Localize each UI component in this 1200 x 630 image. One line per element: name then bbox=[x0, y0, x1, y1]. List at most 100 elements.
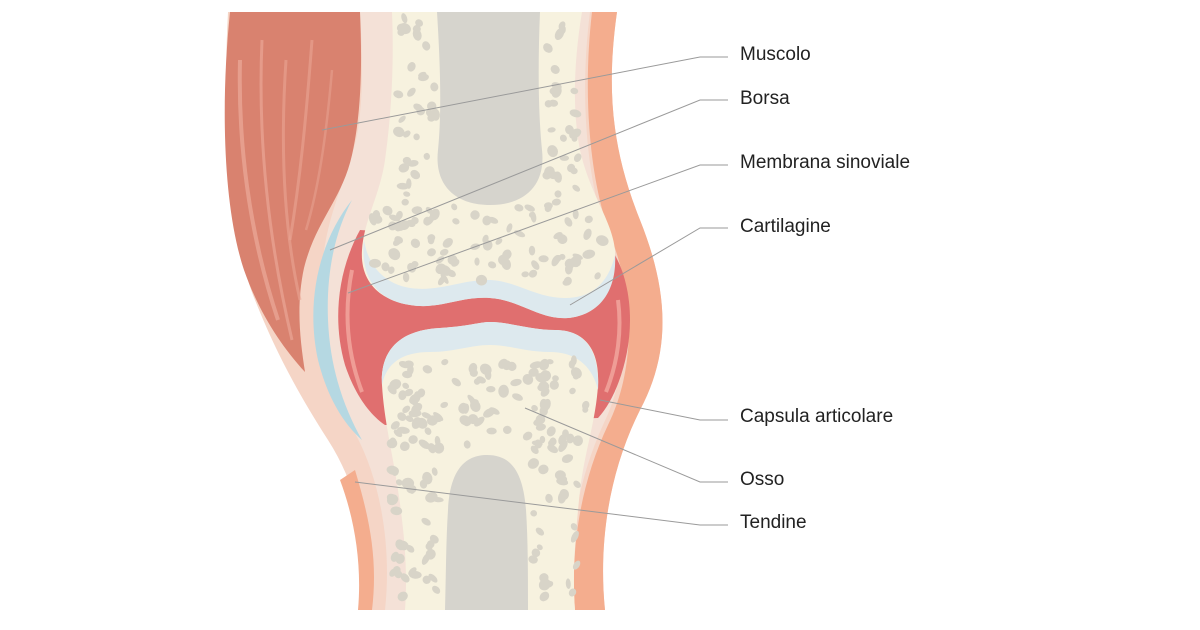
bone-spot bbox=[546, 580, 554, 588]
bone-spot bbox=[411, 206, 423, 215]
leader-membrana bbox=[347, 164, 728, 294]
bone-spot bbox=[529, 361, 543, 369]
bone-spot bbox=[531, 260, 540, 270]
bone-spot bbox=[551, 85, 562, 98]
bone-spot bbox=[535, 423, 546, 431]
bone-spot bbox=[521, 271, 529, 278]
bone-spot bbox=[434, 435, 441, 447]
bone-spot bbox=[514, 204, 524, 212]
bone-spot bbox=[565, 125, 574, 135]
bone-spot bbox=[398, 540, 409, 551]
muscle-fiber-1 bbox=[237, 59, 280, 321]
bone-spot bbox=[572, 209, 579, 220]
leader-osso bbox=[524, 407, 728, 483]
bone-spot bbox=[547, 145, 559, 158]
bone-spot bbox=[391, 467, 399, 476]
bone-spot bbox=[422, 471, 433, 485]
spongy-bone-pattern bbox=[368, 13, 609, 602]
bone-spot bbox=[522, 431, 533, 441]
bone-spot bbox=[403, 130, 411, 138]
bone-spot bbox=[559, 134, 567, 142]
bone-spot bbox=[398, 115, 406, 123]
bone-spot bbox=[387, 494, 399, 506]
bone-spot bbox=[397, 412, 407, 421]
bone-spot bbox=[596, 235, 609, 246]
bone-spot bbox=[474, 257, 480, 266]
leader-cartilagine bbox=[569, 227, 728, 306]
bone-spot bbox=[430, 82, 439, 92]
bone-spot bbox=[550, 65, 560, 74]
bone-spot bbox=[394, 236, 404, 244]
bone-spot bbox=[402, 405, 411, 414]
bone-spot bbox=[486, 385, 496, 393]
bone-spot bbox=[451, 377, 461, 387]
bone-spot bbox=[544, 166, 555, 177]
bone-spot bbox=[531, 405, 538, 412]
bone-spot bbox=[553, 254, 562, 263]
bone-spot bbox=[403, 191, 411, 197]
label-muscolo: Muscolo bbox=[740, 44, 811, 65]
bone-spot bbox=[423, 152, 431, 160]
bone-spot bbox=[408, 570, 422, 579]
bone-spot bbox=[569, 109, 582, 118]
bone-spot bbox=[552, 375, 559, 382]
bone-spot bbox=[399, 441, 410, 452]
bone-spot bbox=[570, 530, 579, 543]
bone-spot bbox=[415, 19, 424, 27]
bone-spot bbox=[405, 415, 414, 422]
synovial-highlight-right bbox=[604, 299, 622, 393]
bone-spot bbox=[528, 368, 539, 377]
bone-spot bbox=[421, 517, 431, 526]
bone-spot bbox=[412, 25, 421, 33]
synovial-highlight-left bbox=[345, 269, 364, 393]
bone-spot bbox=[418, 71, 427, 78]
leader-borsa bbox=[329, 99, 728, 251]
bone-spot bbox=[559, 24, 566, 34]
bone-spot bbox=[387, 384, 397, 395]
bone-spot bbox=[543, 43, 553, 53]
bone-spot bbox=[535, 414, 546, 425]
bone-spot bbox=[381, 262, 390, 272]
bone-spot bbox=[528, 211, 536, 219]
femur-cartilage bbox=[363, 240, 616, 319]
bone-spot bbox=[427, 248, 436, 257]
muscle-fiber-2 bbox=[259, 39, 294, 341]
bone-spot bbox=[395, 553, 405, 564]
bone-spot bbox=[546, 426, 556, 437]
bone-spot bbox=[407, 160, 419, 167]
bone-spot bbox=[501, 257, 511, 270]
bone-spot bbox=[572, 373, 580, 380]
bone-spot bbox=[397, 29, 405, 36]
bone-spot bbox=[544, 204, 552, 213]
bone-spot bbox=[390, 421, 400, 430]
bone-spot bbox=[431, 467, 438, 476]
bone-spot bbox=[398, 163, 410, 173]
bone-spot bbox=[483, 408, 495, 418]
bone-spot bbox=[431, 108, 440, 121]
bone-spot bbox=[408, 409, 422, 418]
bone-spot bbox=[530, 510, 538, 517]
bone-spot bbox=[398, 361, 410, 369]
bone-spot bbox=[538, 255, 549, 263]
bone-spot bbox=[561, 454, 574, 463]
bone-spot bbox=[572, 253, 583, 260]
bone-spot bbox=[425, 542, 433, 551]
bone-spot bbox=[388, 248, 401, 261]
bone-spot bbox=[382, 205, 393, 216]
bone-spot bbox=[486, 427, 497, 435]
bone-spot bbox=[439, 248, 449, 256]
bone-spot bbox=[539, 370, 551, 382]
bone-spot bbox=[422, 575, 431, 584]
bone-spot bbox=[549, 380, 559, 390]
bone-spot bbox=[410, 238, 421, 248]
bone-spot bbox=[565, 578, 571, 589]
bone-spot bbox=[393, 126, 405, 138]
bone-spot bbox=[423, 216, 431, 226]
bone-spot bbox=[402, 382, 410, 390]
bone-spot bbox=[571, 135, 578, 142]
bone-spot bbox=[431, 496, 444, 503]
bone-spot bbox=[452, 218, 460, 225]
bone-spot bbox=[569, 387, 576, 395]
